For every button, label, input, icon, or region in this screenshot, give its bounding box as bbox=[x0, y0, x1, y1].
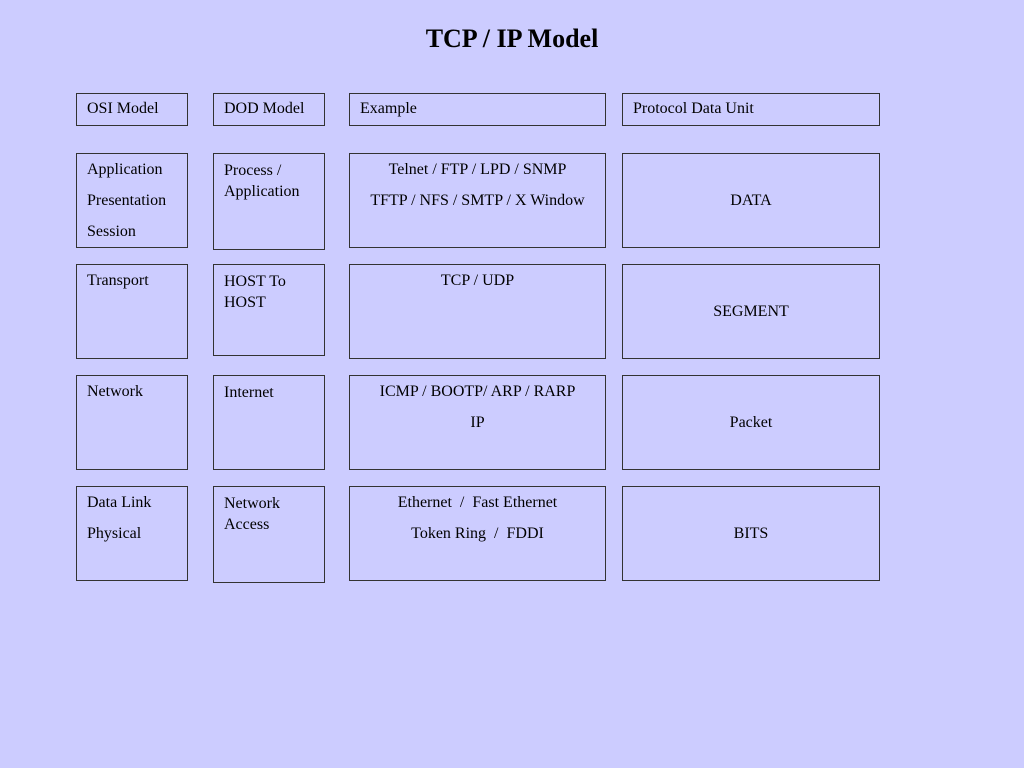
osi-layer: Session bbox=[87, 223, 136, 240]
pdu-value: BITS bbox=[733, 524, 769, 542]
osi-layer: Physical bbox=[87, 525, 142, 542]
example-protocols: TFTP / NFS / SMTP / X Window bbox=[370, 192, 585, 209]
pdu-value: SEGMENT bbox=[713, 302, 789, 320]
osi-layer: Data Link bbox=[87, 494, 152, 511]
osi-layer: Transport bbox=[87, 272, 149, 289]
dod-cell-network-access: Network Access bbox=[213, 486, 325, 583]
osi-cell-datalink-physical: Data Link Physical bbox=[76, 486, 188, 581]
dod-layer: HOST To HOST bbox=[224, 273, 286, 311]
dod-layer: Process / Application bbox=[224, 162, 300, 200]
example-protocols: Ethernet / Fast Ethernet bbox=[397, 494, 558, 511]
example-protocols: Telnet / FTP / LPD / SNMP bbox=[388, 161, 567, 178]
pdu-cell-bits: BITS bbox=[622, 486, 880, 581]
osi-cell-transport: Transport bbox=[76, 264, 188, 359]
osi-cell-application-layers: Application Presentation Session bbox=[76, 153, 188, 248]
header-protocol-data-unit: Protocol Data Unit bbox=[622, 93, 880, 126]
dod-layer: Internet bbox=[224, 384, 274, 401]
example-cell-transport: TCP / UDP bbox=[349, 264, 606, 359]
example-protocols: IP bbox=[470, 414, 485, 431]
example-cell-network: ICMP / BOOTP/ ARP / RARP IP bbox=[349, 375, 606, 470]
example-protocols: ICMP / BOOTP/ ARP / RARP bbox=[379, 383, 576, 400]
pdu-cell-segment: SEGMENT bbox=[622, 264, 880, 359]
dod-cell-internet: Internet bbox=[213, 375, 325, 470]
dod-layer: Network Access bbox=[224, 495, 280, 533]
header-osi-model: OSI Model bbox=[76, 93, 188, 126]
osi-layer: Presentation bbox=[87, 192, 167, 209]
example-cell-datalink: Ethernet / Fast Ethernet Token Ring / FD… bbox=[349, 486, 606, 581]
header-dod-model: DOD Model bbox=[213, 93, 325, 126]
osi-layer: Application bbox=[87, 161, 163, 178]
header-example: Example bbox=[349, 93, 606, 126]
example-protocols: Token Ring / FDDI bbox=[411, 525, 544, 542]
pdu-value: Packet bbox=[729, 413, 773, 431]
example-cell-application: Telnet / FTP / LPD / SNMP TFTP / NFS / S… bbox=[349, 153, 606, 248]
dod-cell-host-to-host: HOST To HOST bbox=[213, 264, 325, 356]
pdu-cell-packet: Packet bbox=[622, 375, 880, 470]
pdu-cell-data: DATA bbox=[622, 153, 880, 248]
osi-cell-network: Network bbox=[76, 375, 188, 470]
example-protocols: TCP / UDP bbox=[440, 272, 515, 289]
pdu-value: DATA bbox=[730, 191, 772, 209]
osi-layer: Network bbox=[87, 383, 143, 400]
dod-cell-process-application: Process / Application bbox=[213, 153, 325, 250]
page-title: TCP / IP Model bbox=[425, 24, 599, 53]
